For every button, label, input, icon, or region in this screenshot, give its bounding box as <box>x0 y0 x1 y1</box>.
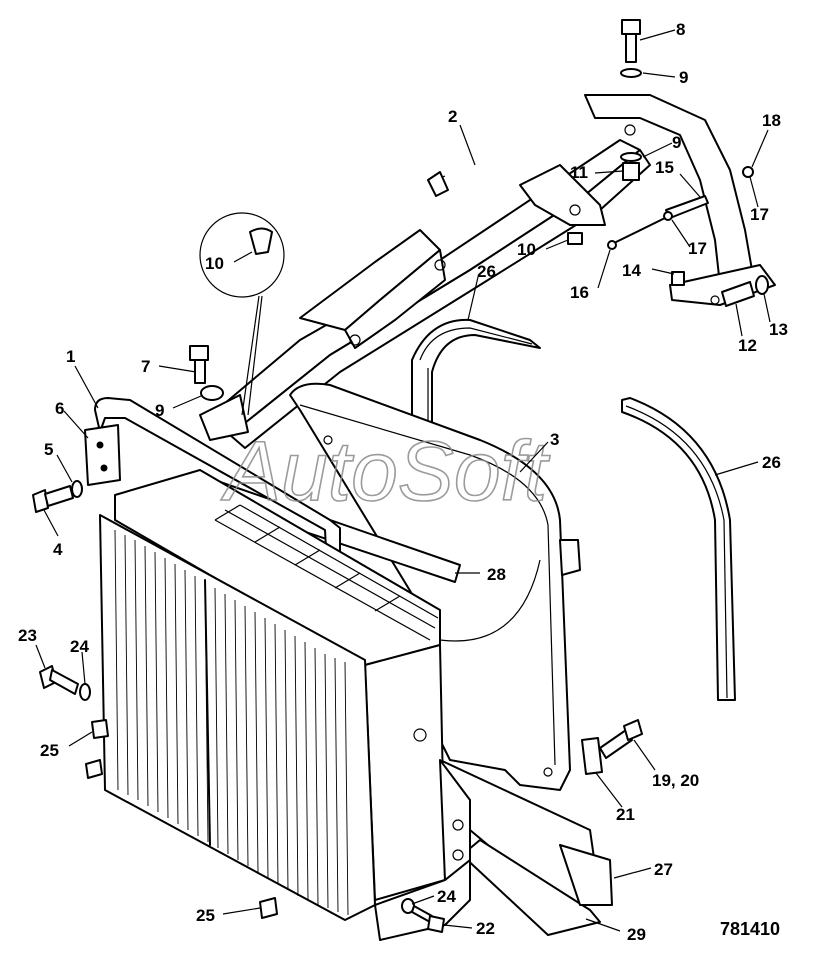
bush-11 <box>620 152 642 181</box>
callout-5: 5 <box>44 440 53 459</box>
callout-15: 15 <box>655 158 674 177</box>
bolt-7 <box>189 345 224 401</box>
bolt-23 <box>39 665 91 701</box>
callout-10-frame: 10 <box>517 240 536 259</box>
callout-26-right: 26 <box>762 453 781 472</box>
callout-24-bottom: 24 <box>437 887 456 906</box>
watermark: AutoSoft <box>220 424 551 518</box>
callout-13: 13 <box>769 320 788 339</box>
bolt-8 <box>620 19 642 78</box>
bolt-19-20 <box>581 719 643 775</box>
callout-17-left: 17 <box>688 239 707 258</box>
callout-19-20: 19, 20 <box>652 771 699 790</box>
rod-15-16 <box>607 166 754 250</box>
callout-25-left: 25 <box>40 741 59 760</box>
drawing-number: 781410 <box>720 919 780 939</box>
fasteners-12-13-14 <box>671 271 769 307</box>
callout-29: 29 <box>627 925 646 944</box>
callout-labels: 8 9 9 2 11 15 18 17 17 10 14 16 12 13 10… <box>18 20 788 944</box>
callout-17-right: 17 <box>750 205 769 224</box>
callout-7: 7 <box>141 357 150 376</box>
callout-9-left: 9 <box>155 401 164 420</box>
callout-9-top: 9 <box>679 68 688 87</box>
callout-14: 14 <box>622 261 641 280</box>
upper-support-frame <box>199 94 776 449</box>
callout-6: 6 <box>55 399 64 418</box>
callout-4: 4 <box>53 540 63 559</box>
callout-28: 28 <box>487 565 506 584</box>
bolt-22 <box>401 898 445 933</box>
callout-1: 1 <box>66 347 75 366</box>
callout-3: 3 <box>550 430 559 449</box>
bush-25 <box>85 719 278 919</box>
callout-25-bottom: 25 <box>196 906 215 925</box>
callout-26-left: 26 <box>477 262 496 281</box>
callout-22: 22 <box>476 919 495 938</box>
callout-27: 27 <box>654 860 673 879</box>
callout-11: 11 <box>570 163 588 182</box>
hose-right <box>621 397 736 701</box>
leader-lines <box>35 29 771 932</box>
callout-16: 16 <box>570 283 589 302</box>
callout-12: 12 <box>738 336 757 355</box>
callout-10-detail: 10 <box>205 254 224 273</box>
callout-23: 23 <box>18 626 37 645</box>
callout-24-left: 24 <box>70 637 89 656</box>
radiator-fins <box>114 529 349 916</box>
bolt-4 <box>32 480 83 513</box>
callout-8: 8 <box>676 20 685 39</box>
oil-cooler-grid <box>214 504 439 641</box>
callout-2: 2 <box>448 107 457 126</box>
callout-18: 18 <box>762 111 781 130</box>
radiator-core <box>99 469 471 941</box>
callout-21: 21 <box>616 805 635 824</box>
callout-9-mid: 9 <box>672 133 681 152</box>
fan-shroud <box>289 382 581 791</box>
